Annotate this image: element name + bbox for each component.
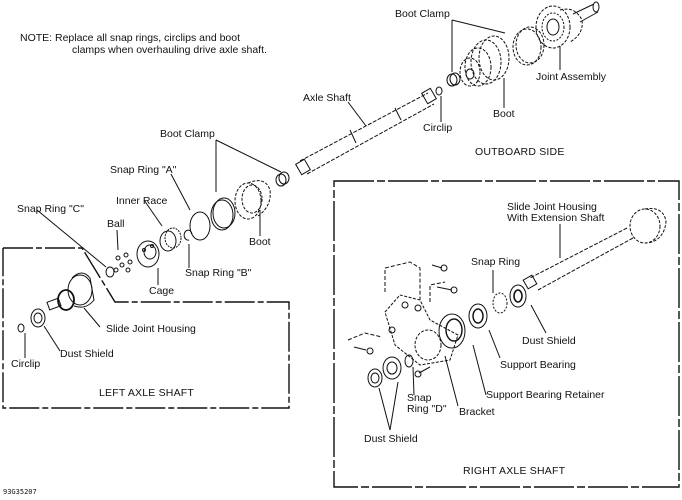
bolt-parts [354, 265, 457, 377]
label-snap-ring-d-line2: Ring "D" [407, 403, 447, 415]
snap-ring-a-part [190, 212, 210, 240]
label-slide-joint-ext-line1: Slide Joint Housing [507, 201, 597, 213]
label-slide-joint-ext-line2: With Extension Shaft [507, 212, 605, 224]
label-joint-assembly: Joint Assembly [536, 71, 607, 83]
note-line-1: NOTE: Replace all snap rings, circlips a… [20, 32, 241, 44]
label-boot-outboard: Boot [493, 108, 515, 120]
boot-clamp-small-outboard-part [447, 73, 460, 86]
leader-lines [25, 20, 560, 430]
dust-shield-left-part [31, 309, 45, 327]
circlip-left-part [18, 324, 24, 332]
label-slide-joint-housing: Slide Joint Housing [106, 323, 196, 335]
overhaul-note: NOTE: Replace all snap rings, circlips a… [20, 32, 267, 56]
boot-clamp-small-inboard-part [276, 172, 289, 186]
label-cage: Cage [149, 285, 175, 297]
label-boot-clamp-top: Boot Clamp [395, 8, 450, 20]
circlip-outboard-part [436, 87, 442, 95]
label-axle-shaft: Axle Shaft [303, 92, 351, 104]
label-snap-ring-right: Snap Ring [471, 256, 521, 268]
support-bearing-part [469, 304, 487, 328]
left-axle-shaft-box [3, 248, 289, 408]
snap-ring-right-part [493, 293, 507, 313]
joint-assembly-part [536, 2, 599, 48]
label-boot-clamp-mid: Boot Clamp [160, 128, 215, 140]
label-boot-inboard: Boot [249, 236, 271, 248]
label-dust-shield-right: Dust Shield [522, 335, 576, 347]
section-title-left-axle: LEFT AXLE SHAFT [99, 387, 195, 399]
label-snap-ring-a: Snap Ring "A" [110, 164, 177, 176]
label-circlip-left: Circlip [11, 358, 41, 370]
cage-part [137, 241, 159, 267]
boot-outboard-part [460, 36, 509, 86]
label-snap-ring-b: Snap Ring "B" [185, 267, 252, 279]
axle-shaft-part [296, 88, 437, 174]
label-ball: Ball [107, 218, 125, 230]
label-snap-ring-c: Snap Ring "C" [17, 203, 84, 215]
boot-clamp-inboard-ring-part [211, 198, 235, 230]
snap-ring-d-part [405, 355, 413, 367]
label-support-bearing-retainer: Support Bearing Retainer [486, 389, 605, 401]
slide-joint-extension-shaft-part [523, 209, 666, 290]
inner-race-part [160, 228, 181, 251]
label-bracket: Bracket [459, 406, 495, 418]
section-title-outboard: OUTBOARD SIDE [475, 146, 565, 158]
label-snap-ring-d-line1: Snap [407, 392, 432, 404]
boot-clamp-outboard-ring-part [513, 27, 544, 65]
dust-shield-right-part [510, 285, 526, 307]
dust-shield-bottom-parts [368, 357, 401, 387]
label-support-bearing: Support Bearing [500, 359, 576, 371]
label-inner-race: Inner Race [116, 195, 168, 207]
label-dust-shield-left: Dust Shield [60, 348, 114, 360]
ball-parts [114, 253, 132, 272]
boot-inboard-part [235, 181, 270, 219]
bracket-part [348, 262, 458, 365]
label-circlip-outboard: Circlip [423, 122, 453, 134]
snap-ring-c-part [106, 267, 114, 277]
section-title-right-axle: RIGHT AXLE SHAFT [463, 465, 566, 477]
snap-ring-b-part [184, 230, 192, 240]
label-dust-shield-bottom: Dust Shield [364, 433, 418, 445]
figure-code: 93G35207 [3, 488, 37, 496]
right-axle-shaft-box [334, 181, 679, 487]
note-line-2: clamps when overhauling drive axle shaft… [72, 44, 267, 56]
support-bearing-retainer-part [439, 314, 465, 348]
slide-joint-housing-part [47, 273, 94, 310]
